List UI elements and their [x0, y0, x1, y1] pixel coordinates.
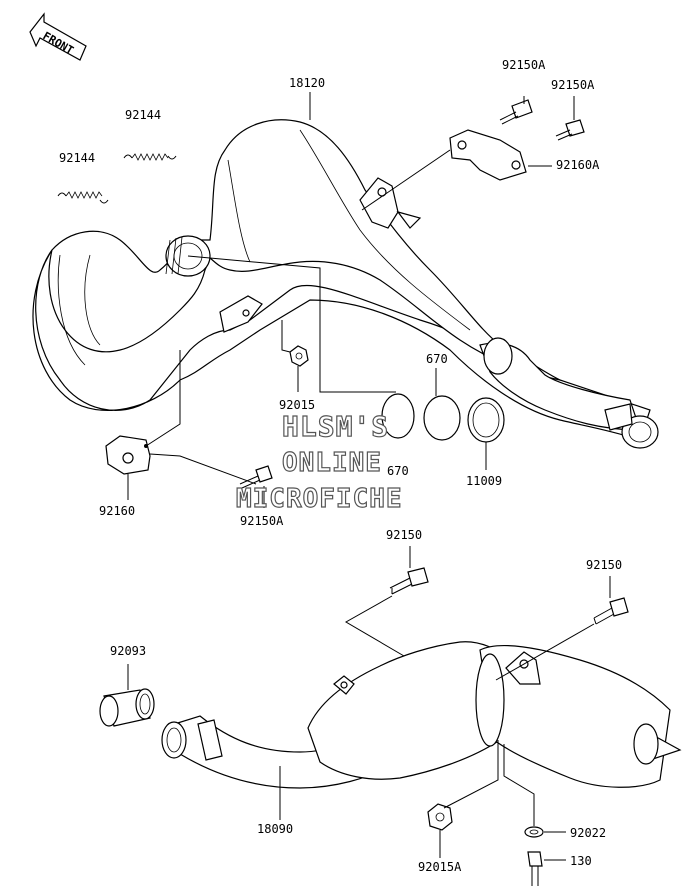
expansion-chamber-18120: [32, 119, 659, 449]
label-670-lower: 670: [387, 464, 409, 478]
bolt-130: [527, 851, 543, 886]
front-arrow-icon: FRONT: [29, 12, 87, 61]
label-18090: 18090: [257, 822, 294, 836]
label-670-upper: 670: [426, 352, 448, 366]
label-92150-a: 92150: [386, 528, 423, 542]
label-92144-lower: 92144: [59, 151, 96, 165]
spring-92144-lower: [57, 191, 109, 204]
label-130: 130: [570, 854, 592, 868]
label-92015A: 92015A: [418, 860, 462, 874]
label-92150-b: 92150: [586, 558, 623, 572]
spring-92144-upper: [123, 153, 177, 161]
leader-lines-upper: [127, 92, 575, 508]
label-92150A-c: 92150A: [240, 514, 284, 528]
bolt-92150A-a: [499, 99, 533, 125]
nut-92015: [289, 345, 309, 367]
label-92150A-a: 92150A: [502, 58, 546, 72]
label-11009: 11009: [466, 474, 503, 488]
o-ring-670-b: [423, 395, 461, 441]
label-92160: 92160: [99, 504, 136, 518]
bolt-92150A-b: [555, 119, 585, 141]
gasket-11009: [467, 397, 505, 443]
bolt-92150-b: [593, 597, 629, 625]
sleeve-92093: [99, 688, 155, 727]
silencer-18090: [161, 641, 682, 789]
washer-92022: [524, 826, 544, 838]
nut-92015A: [427, 803, 453, 831]
bolt-92150-a: [389, 567, 429, 595]
bracket-92160A: [449, 129, 527, 181]
label-92015: 92015: [279, 398, 316, 412]
watermark-line-1: HLSM'S: [281, 409, 390, 443]
watermark-line-2: ONLINE: [281, 447, 382, 478]
leader-lines-lower: [127, 546, 611, 861]
label-18120: 18120: [289, 76, 326, 90]
label-92093: 92093: [110, 644, 147, 658]
watermark-line-3: MICROFICHE: [235, 483, 403, 514]
bracket-92160: [105, 435, 151, 475]
label-92144-upper: 92144: [125, 108, 162, 122]
label-92160A: 92160A: [556, 158, 600, 172]
bolt-92150A-c: [239, 465, 273, 489]
o-ring-670-a: [381, 393, 415, 439]
label-92022: 92022: [570, 826, 607, 840]
label-92150A-b: 92150A: [551, 78, 595, 92]
